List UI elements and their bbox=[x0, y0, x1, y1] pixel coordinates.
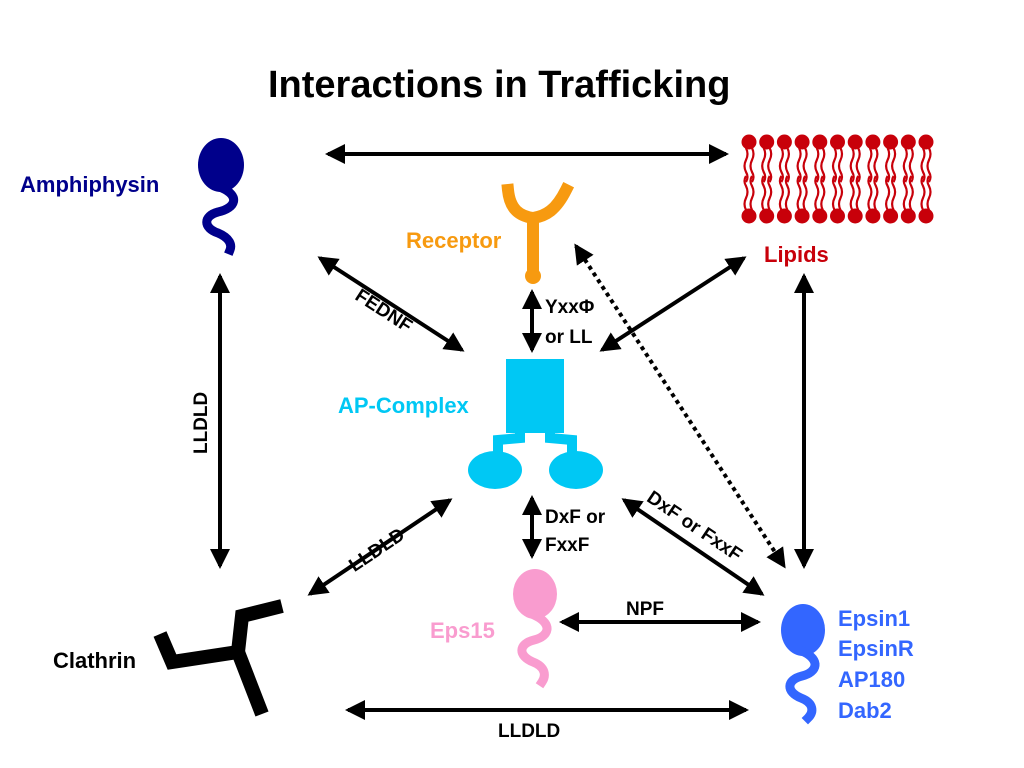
receptor-label: Receptor bbox=[406, 228, 502, 253]
edge-label-npf: NPF bbox=[626, 599, 664, 620]
ap180-label: AP180 bbox=[838, 667, 906, 692]
edge-label-dxf-1: DxF or bbox=[545, 507, 606, 528]
edge-label-dxf-2: FxxF bbox=[545, 535, 590, 556]
amphiphysin-label: Amphiphysin bbox=[20, 172, 160, 197]
ap-complex-icon bbox=[468, 359, 603, 489]
edge-label-yxx-2: or LL bbox=[545, 327, 593, 348]
epsinr-label: EpsinR bbox=[838, 636, 914, 661]
eps15-icon bbox=[513, 569, 557, 689]
arrow-lipids-ap bbox=[599, 256, 747, 352]
edge-label-lldld-bottom: LLDLD bbox=[498, 721, 561, 742]
dab2-label: Dab2 bbox=[838, 698, 892, 723]
ap-complex-label: AP-Complex bbox=[338, 393, 469, 418]
amphiphysin-icon bbox=[198, 138, 244, 256]
diagram-title: Interactions in Trafficking bbox=[268, 64, 731, 106]
clathrin-label: Clathrin bbox=[53, 648, 137, 673]
edge-label-yxx-1: YxxΦ bbox=[545, 297, 595, 318]
arrow-ap-epsin bbox=[621, 498, 765, 596]
lipid-bilayer-icon bbox=[741, 134, 934, 224]
lipids-label: Lipids bbox=[764, 242, 829, 267]
arrows bbox=[210, 144, 814, 720]
receptor-icon bbox=[501, 181, 575, 284]
eps15-label: Eps15 bbox=[430, 618, 495, 643]
epsin-icon bbox=[781, 604, 825, 725]
edge-label-lldld-left: LLDLD bbox=[191, 391, 212, 454]
arrow-amphiphysin-ap bbox=[317, 256, 465, 352]
clathrin-icon bbox=[153, 599, 284, 717]
epsin1-label: Epsin1 bbox=[838, 606, 911, 631]
arrow-ap-clathrin bbox=[307, 498, 453, 596]
